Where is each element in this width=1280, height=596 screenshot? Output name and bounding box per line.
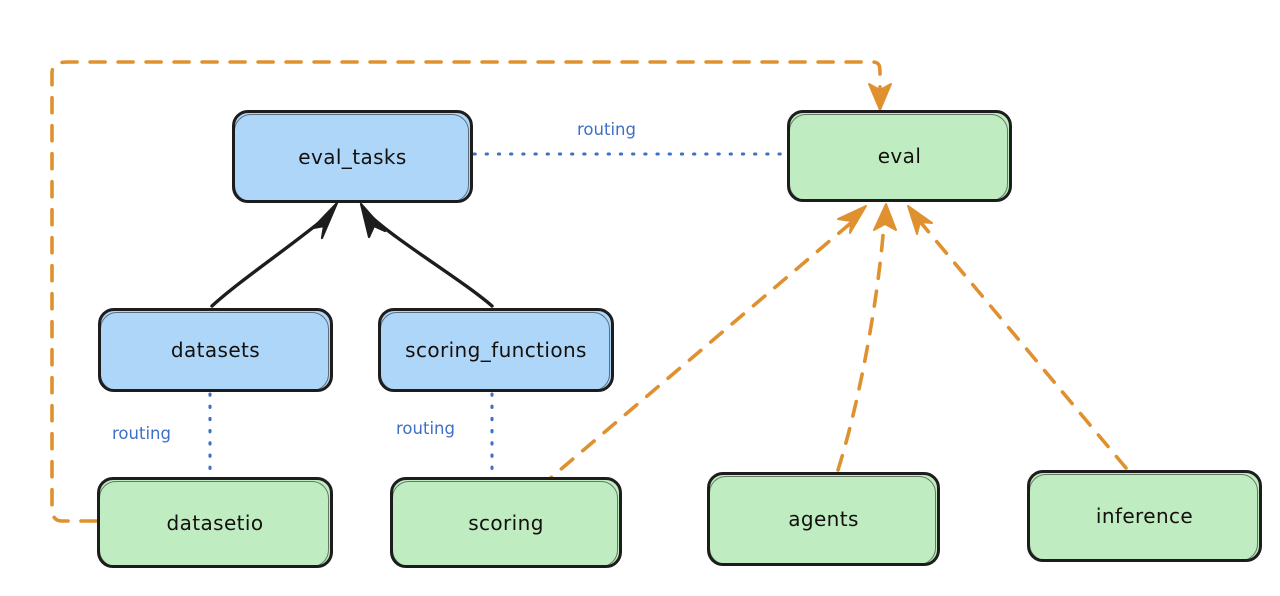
edge-label-routing-scoring: routing [396, 419, 455, 438]
node-label: datasetio [166, 510, 264, 535]
node-scoring[interactable]: scoring [390, 477, 622, 568]
edge-inference-to-eval [907, 205, 1128, 470]
node-label: inference [1095, 504, 1194, 528]
edge-label-routing-datasetio: routing [112, 424, 171, 443]
node-datasets[interactable]: datasets [98, 308, 333, 392]
node-agents[interactable]: agents [707, 472, 940, 566]
node-eval[interactable]: eval [787, 110, 1012, 202]
edge-datasets-to-eval_tasks [210, 201, 339, 308]
node-label: datasets [170, 338, 261, 362]
node-label: eval_tasks [298, 144, 407, 169]
node-label: scoring [468, 510, 544, 535]
node-eval-tasks[interactable]: eval_tasks [232, 110, 473, 203]
edge-agents-to-eval [836, 203, 897, 472]
edge-label-routing-eval: routing [577, 120, 636, 139]
node-label: scoring_functions [405, 338, 587, 362]
node-label: agents [788, 507, 859, 531]
edge-scoring_functions-to-eval_tasks [359, 202, 494, 308]
node-label: eval [877, 144, 922, 168]
node-inference[interactable]: inference [1027, 470, 1262, 562]
node-datasetio[interactable]: datasetio [97, 477, 333, 568]
node-scoring-functions[interactable]: scoring_functions [378, 308, 614, 392]
